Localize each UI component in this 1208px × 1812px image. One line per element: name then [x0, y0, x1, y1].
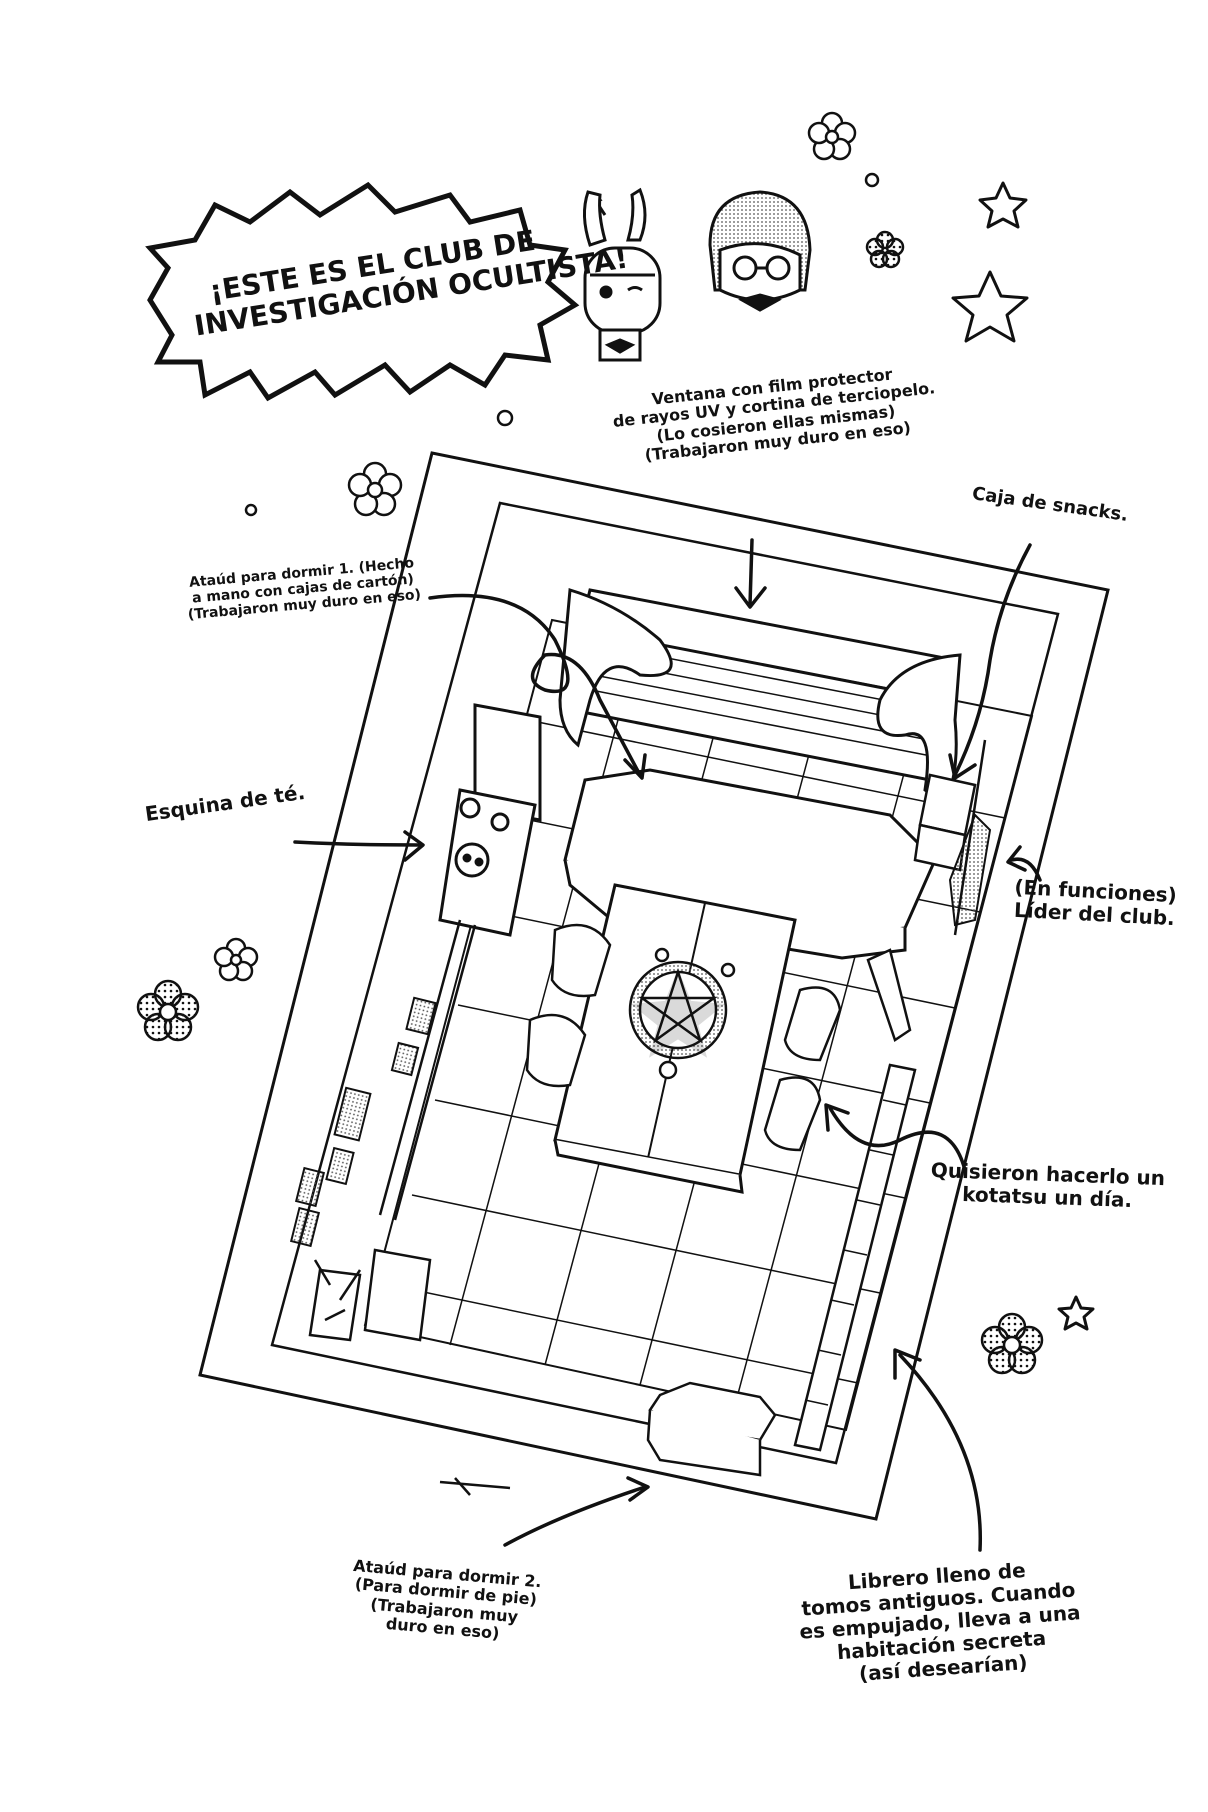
- antler-decor: [308, 1248, 432, 1342]
- chairs: [525, 923, 842, 1152]
- decorative-dots: [244, 172, 880, 517]
- flower-icon: [136, 111, 1044, 1375]
- right-wall-panel: [953, 739, 987, 936]
- tea-corner: [438, 703, 542, 937]
- window-with-curtain: [558, 588, 962, 808]
- annotation-arrows: [293, 538, 1042, 1552]
- floor-stick: [439, 1477, 511, 1496]
- annotation-bookshelf: Librero lleno de tomos antiguos. Cuando …: [798, 1557, 1082, 1686]
- wall-frames: [289, 996, 437, 1248]
- bunny-girl-chibi: [583, 187, 662, 362]
- bookshelf: [793, 1063, 917, 1452]
- title-speech-bubble: [145, 181, 580, 402]
- star-icon: [951, 181, 1095, 1331]
- annotation-kotatsu: Quisieron hacerlo un kotatsu un día.: [930, 1157, 1166, 1212]
- fallen-coffin: [866, 948, 912, 1042]
- left-wall-panel: [378, 919, 477, 1221]
- annotation-club-leader: (En funciones) Líder del club.: [1013, 874, 1178, 931]
- pentagram-icon: [628, 947, 736, 1080]
- snack-box: [913, 773, 977, 872]
- glasses-girl-chibi: [708, 190, 812, 312]
- coffin-bed-2: [646, 1381, 777, 1477]
